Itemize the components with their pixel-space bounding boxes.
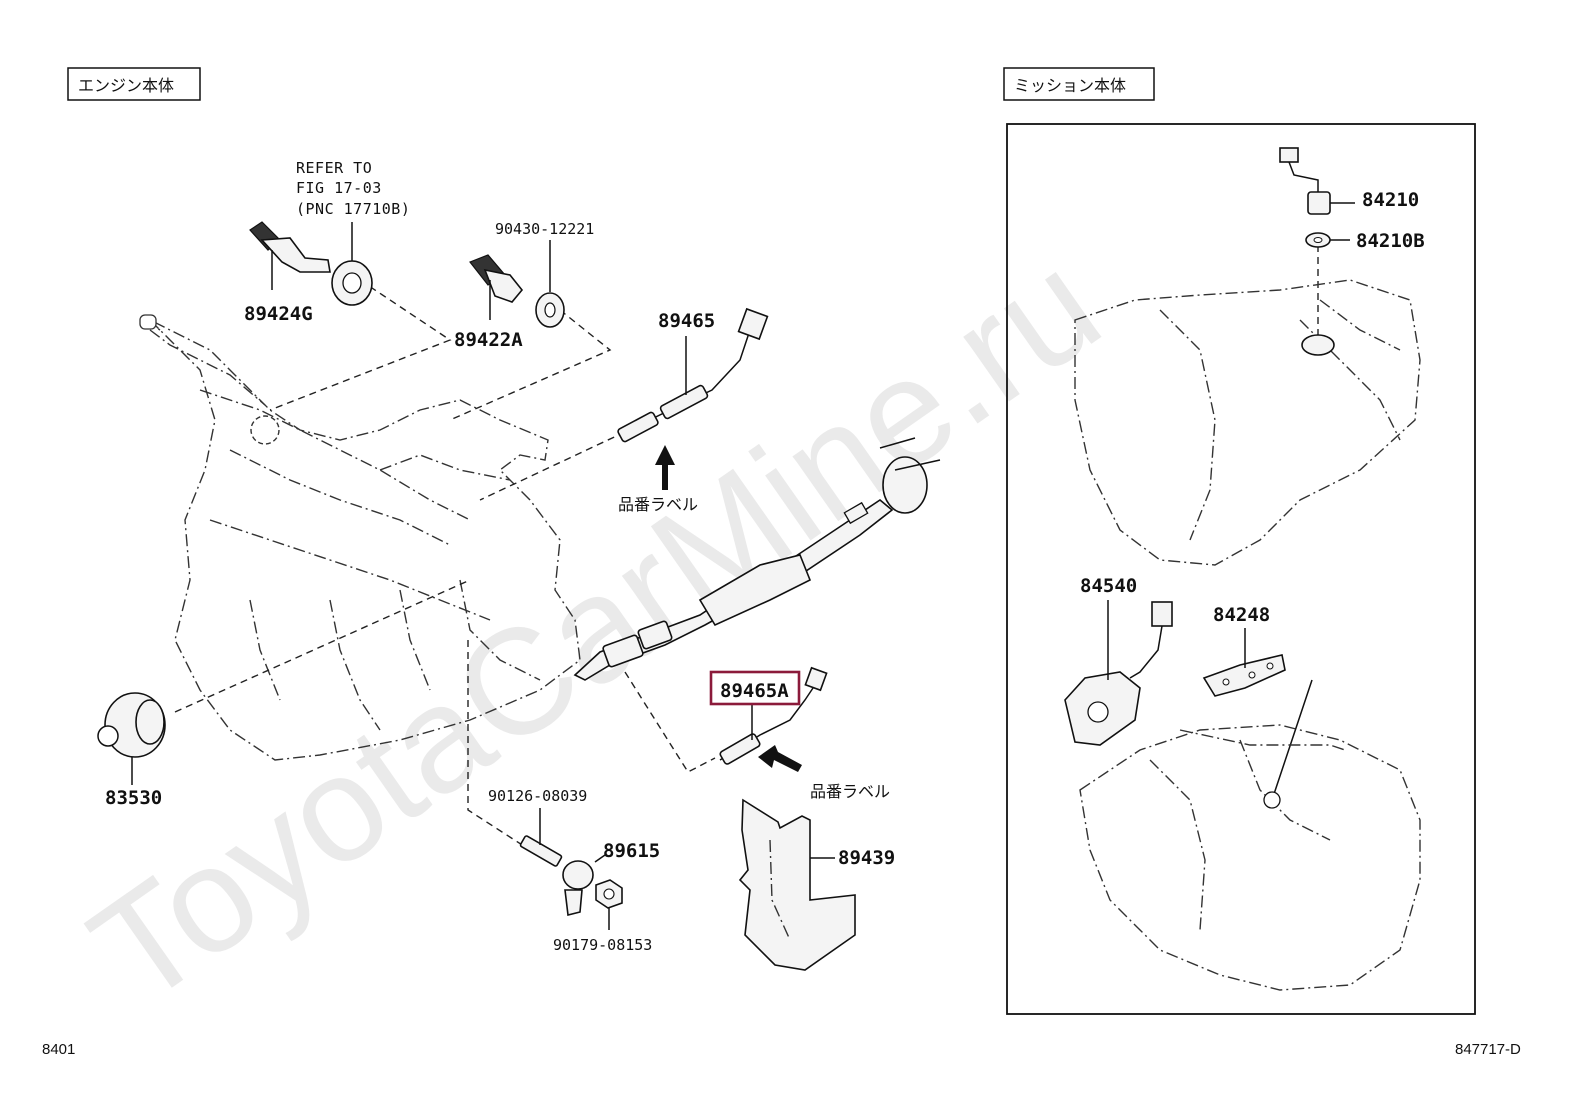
switch-84540[interactable] xyxy=(1064,600,1173,746)
label-84210: 84210 xyxy=(1362,189,1419,211)
transmission-bottom xyxy=(1079,679,1421,991)
label-89465: 89465 xyxy=(658,310,715,332)
nut-90179[interactable] xyxy=(595,879,623,930)
mission-frame xyxy=(1006,123,1476,1015)
label-89424G: 89424G xyxy=(244,303,313,325)
switch-83530[interactable] xyxy=(97,692,166,785)
grommet[interactable] xyxy=(331,222,373,306)
part-label-arrow-1: 品番ラベル xyxy=(618,445,698,514)
bracket-84248[interactable] xyxy=(1202,628,1286,697)
label-89422A: 89422A xyxy=(454,329,523,351)
washer-90430[interactable] xyxy=(535,240,565,328)
footer-right: 847717-D xyxy=(1455,1041,1521,1058)
highlight-89465A: 89465A xyxy=(709,670,801,706)
svg-text:REFER TO: REFER TO xyxy=(296,159,372,177)
sensor-89424G[interactable] xyxy=(249,221,331,290)
svg-text:ミッション本体: ミッション本体 xyxy=(1014,76,1126,95)
label-90179: 90179-08153 xyxy=(553,936,652,954)
label-90126: 90126-08039 xyxy=(488,787,587,805)
label-84210B: 84210B xyxy=(1356,230,1425,252)
svg-text:品番ラベル: 品番ラベル xyxy=(810,782,890,801)
switch-84210[interactable] xyxy=(1279,147,1355,215)
mission-section-title: ミッション本体 xyxy=(1003,67,1155,101)
svg-text:エンジン本体: エンジン本体 xyxy=(78,76,174,95)
sensor-89422A[interactable] xyxy=(469,254,524,320)
watermark: ToyotaCarMine.ru xyxy=(62,220,1128,1037)
knock-sensor-89615[interactable] xyxy=(562,854,606,916)
label-89465A: 89465A xyxy=(720,680,789,702)
washer-84210B[interactable] xyxy=(1305,232,1350,248)
leader-lines xyxy=(174,245,1319,851)
exhaust-pipe xyxy=(573,437,941,681)
label-89615: 89615 xyxy=(603,840,660,862)
label-84540: 84540 xyxy=(1080,575,1137,597)
label-83530: 83530 xyxy=(105,787,162,809)
footer-left: 8401 xyxy=(42,1041,75,1058)
label-90430: 90430-12221 xyxy=(495,220,594,238)
oxygen-sensor-89465[interactable] xyxy=(617,307,769,443)
oxygen-sensor-89465A[interactable] xyxy=(719,666,828,765)
svg-text:FIG 17-03: FIG 17-03 xyxy=(296,179,382,197)
svg-text:品番ラベル: 品番ラベル xyxy=(618,495,698,514)
bracket-89439[interactable] xyxy=(738,798,856,971)
bolt-90126[interactable] xyxy=(519,808,563,867)
label-84248: 84248 xyxy=(1213,604,1270,626)
label-89439: 89439 xyxy=(838,847,895,869)
svg-text:(PNC 17710B): (PNC 17710B) xyxy=(296,200,410,218)
part-label-arrow-2: 品番ラベル xyxy=(758,745,890,801)
refer-note: REFER TO FIG 17-03 (PNC 17710B) xyxy=(296,159,410,218)
engine-block xyxy=(139,314,581,761)
engine-section-title: エンジン本体 xyxy=(67,67,201,101)
transmission-top xyxy=(1074,279,1421,566)
